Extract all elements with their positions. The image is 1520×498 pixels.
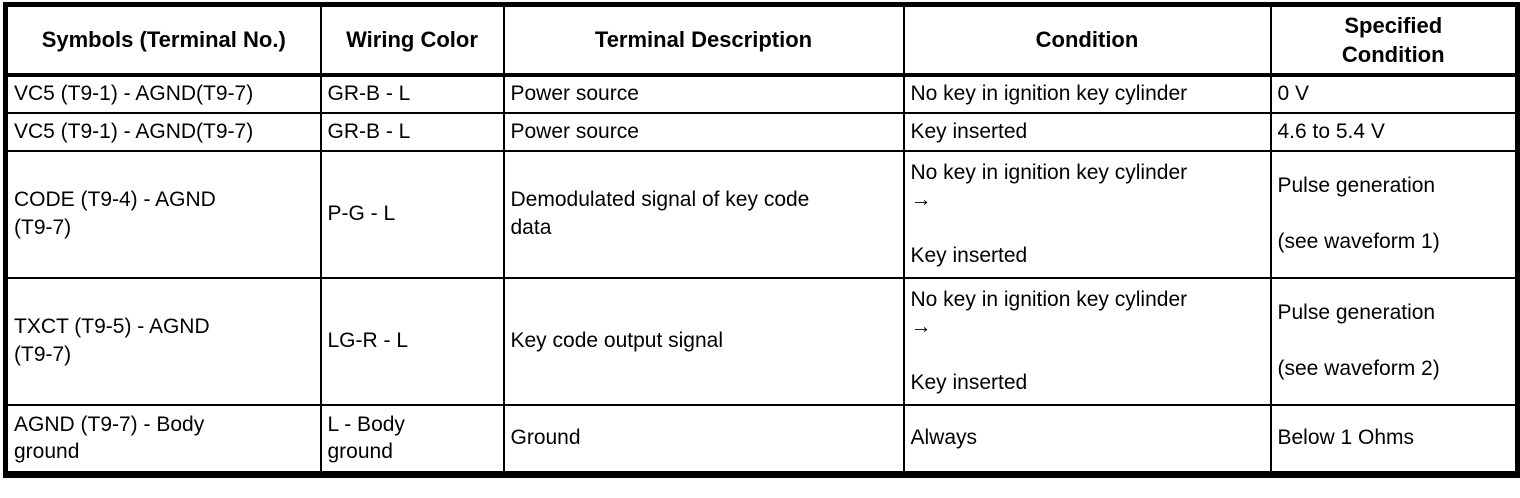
cell-condition: Key inserted <box>902 111 1272 152</box>
cell-wiring-color: GR-B - L <box>319 111 505 152</box>
table-row: CODE (T9-4) - AGND (T9-7) P-G - L Demodu… <box>4 149 1519 279</box>
cell-terminal-description: Power source <box>502 111 905 152</box>
cell-terminal-description: Ground <box>502 403 905 476</box>
cell-terminal-description: Power source <box>502 73 905 114</box>
table-header-row: Symbols (Terminal No.) Wiring Color Term… <box>4 3 1519 77</box>
cell-symbols: VC5 (T9-1) - AGND(T9-7) <box>4 111 322 152</box>
cell-condition: No key in ignition key cylinder <box>902 73 1272 114</box>
cell-terminal-description: Demodulated signal of key code data <box>502 149 905 279</box>
cell-condition: Always <box>902 403 1272 476</box>
table-row: VC5 (T9-1) - AGND(T9-7) GR-B - L Power s… <box>4 73 1519 114</box>
cell-specified-condition: Pulse generation (see waveform 2) <box>1269 276 1519 406</box>
cell-wiring-color: GR-B - L <box>319 73 505 114</box>
table-row: TXCT (T9-5) - AGND (T9-7) LG-R - L Key c… <box>4 276 1519 406</box>
cell-specified-condition: Pulse generation (see waveform 1) <box>1269 149 1519 279</box>
cell-terminal-description: Key code output signal <box>502 276 905 406</box>
cell-symbols: TXCT (T9-5) - AGND (T9-7) <box>4 276 322 406</box>
column-header-specified-condition: Specified Condition <box>1269 3 1519 77</box>
cell-wiring-color: P-G - L <box>319 149 505 279</box>
cell-specified-condition: 0 V <box>1269 73 1519 114</box>
cell-wiring-color: LG-R - L <box>319 276 505 406</box>
column-header-symbols: Symbols (Terminal No.) <box>4 3 322 77</box>
column-header-terminal-description: Terminal Description <box>502 3 905 77</box>
table-row: AGND (T9-7) - Body ground L - Body groun… <box>4 403 1519 476</box>
cell-wiring-color: L - Body ground <box>319 403 505 476</box>
column-header-condition: Condition <box>902 3 1272 77</box>
cell-condition: No key in ignition key cylinder → Key in… <box>902 276 1272 406</box>
cell-symbols: AGND (T9-7) - Body ground <box>4 403 322 476</box>
cell-symbols: CODE (T9-4) - AGND (T9-7) <box>4 149 322 279</box>
cell-condition: No key in ignition key cylinder → Key in… <box>902 149 1272 279</box>
cell-symbols: VC5 (T9-1) - AGND(T9-7) <box>4 73 322 114</box>
cell-specified-condition: Below 1 Ohms <box>1269 403 1519 476</box>
column-header-wiring-color: Wiring Color <box>319 3 505 77</box>
table-row: VC5 (T9-1) - AGND(T9-7) GR-B - L Power s… <box>4 111 1519 152</box>
cell-specified-condition: 4.6 to 5.4 V <box>1269 111 1519 152</box>
terminal-spec-table: Symbols (Terminal No.) Wiring Color Term… <box>3 2 1520 478</box>
